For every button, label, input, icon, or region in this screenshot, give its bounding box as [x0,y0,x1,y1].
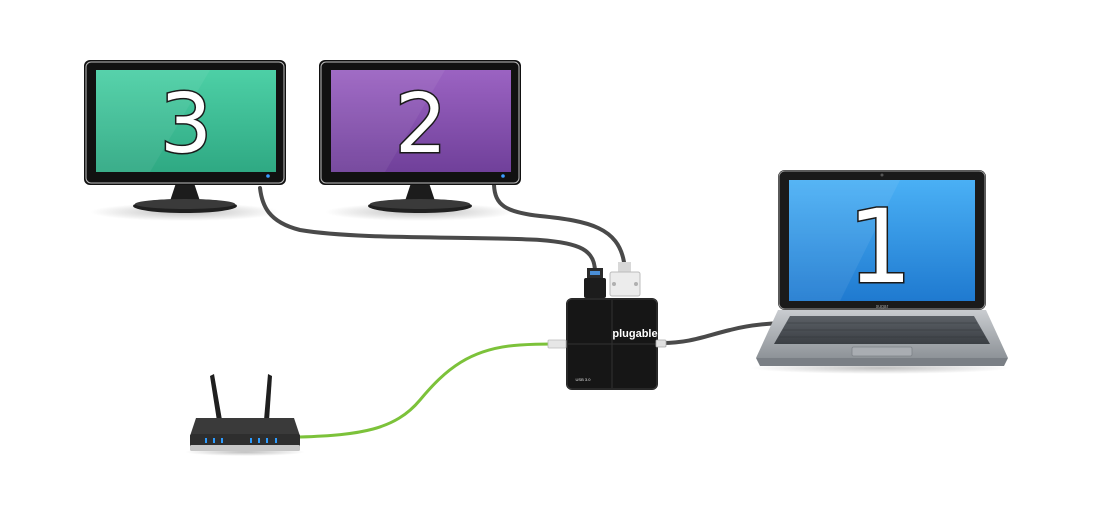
cable-ethernet [298,342,554,439]
webcam-icon [880,173,884,177]
laptop-screen [789,180,975,301]
laptop-trackpad [851,346,913,357]
cable-monitor-2 [492,183,626,264]
antenna-left [210,374,222,421]
laptop-1: 1 sugar [750,170,1010,374]
laptop-label: 1 [848,188,913,307]
monitor-3: 3 [84,60,286,221]
router-leds [205,438,277,443]
monitor-2: 2 [319,60,521,221]
cable-monitor-3 [258,186,597,274]
monitor-3-label: 3 [160,77,212,172]
dock-badge: USB 3.0 [576,377,592,382]
power-led-icon [266,174,270,178]
docking-station: plugable USB 3.0 [547,262,667,390]
router-body [190,434,300,448]
cables [258,183,782,439]
monitor-2-screen [331,70,511,172]
power-led-icon [501,174,505,178]
ethernet-plug [547,339,567,349]
usb-plug [655,339,667,348]
antenna-right [264,374,272,421]
router [185,374,305,456]
cable-laptop [660,321,782,345]
monitor-3-screen [96,70,276,172]
monitor-2-label: 2 [395,77,447,172]
hdmi-connector [584,268,606,298]
laptop-brand: sugar [876,304,889,310]
dock-brand: plugable [612,328,657,340]
vga-connector [609,262,641,297]
